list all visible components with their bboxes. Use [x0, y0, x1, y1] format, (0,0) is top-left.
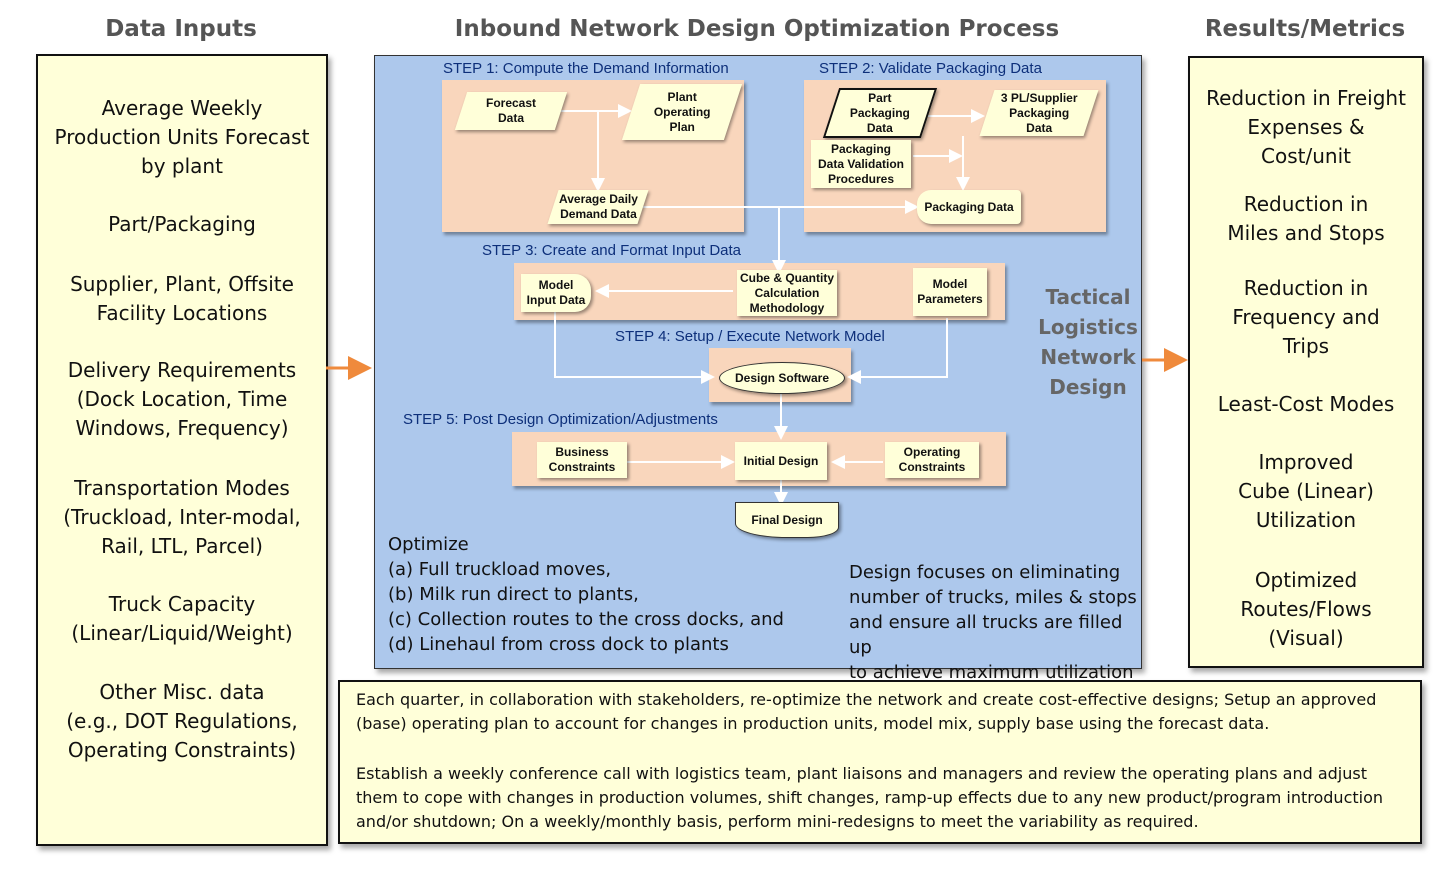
design-focus-text: Design focuses on eliminating number of …: [849, 562, 1137, 683]
packaging-validation-node: Packaging Data Validation Procedures: [811, 140, 911, 188]
initial-design-node: Initial Design: [735, 442, 827, 480]
process-header: Inbound Network Design Optimization Proc…: [454, 16, 1060, 42]
input-item: Delivery Requirements (Dock Location, Ti…: [67, 358, 297, 440]
weekly-note: Establish a weekly conference call with …: [356, 764, 1384, 831]
optimize-item: (a) Full truckload moves,: [388, 559, 612, 580]
packaging-data-node: Packaging Data: [917, 190, 1021, 224]
model-parameters-node: Model Parameters: [913, 268, 987, 316]
step-3-label: STEP 3: Create and Format Input Data: [482, 242, 742, 259]
result-item: Least-Cost Modes: [1217, 392, 1395, 416]
quarterly-note: Each quarter, in collaboration with stak…: [356, 690, 1377, 733]
optimize-item: (b) Milk run direct to plants,: [388, 584, 639, 605]
model-input-data-node: Model Input Data: [521, 274, 591, 312]
process-panel: STEP 1: Compute the Demand Information S…: [374, 55, 1142, 683]
results-header: Results/Metrics: [1204, 16, 1406, 42]
cube-quantity-node: Cube & Quantity Calculation Methodology: [737, 270, 837, 316]
business-constraints-node: Business Constraints: [537, 442, 627, 478]
input-item: Other Misc. data (e.g., DOT Regulations,…: [66, 680, 298, 762]
design-software-node: Design Software: [719, 362, 845, 394]
input-item: Part/Packaging: [108, 212, 256, 236]
optimize-item: (d) Linehaul from cross dock to plants: [388, 634, 729, 655]
step-1-label: STEP 1: Compute the Demand Information: [443, 60, 729, 77]
result-item: Reduction in Frequency and Trips: [1232, 276, 1380, 358]
operating-constraints-node: Operating Constraints: [885, 442, 979, 478]
optimize-item: (c) Collection routes to the cross docks…: [388, 609, 784, 630]
step-4-label: STEP 4: Setup / Execute Network Model: [615, 328, 885, 345]
input-item: Supplier, Plant, Offsite Facility Locati…: [70, 272, 294, 325]
step-5-label: STEP 5: Post Design Optimization/Adjustm…: [403, 411, 718, 428]
flow-lines: [554, 104, 985, 506]
optimize-title: Optimize: [388, 534, 469, 555]
step-2-label: STEP 2: Validate Packaging Data: [819, 60, 1042, 77]
data-inputs-header: Data Inputs: [105, 16, 257, 42]
results-panel: Reduction in Freight Expenses & Cost/uni…: [1188, 56, 1424, 668]
data-inputs-panel: Average Weekly Production Units Forecast…: [36, 54, 328, 846]
input-item: Transportation Modes (Truckload, Inter-m…: [63, 476, 301, 558]
input-item: Truck Capacity (Linear/Liquid/Weight): [71, 592, 293, 645]
tactical-label: Tactical Logistics Network Design: [1038, 285, 1138, 399]
final-design-node: Final Design: [735, 502, 839, 538]
result-item: Reduction in Freight Expenses & Cost/uni…: [1206, 86, 1406, 168]
review-notes-panel: Each quarter, in collaboration with stak…: [338, 680, 1422, 844]
result-item: Reduction in Miles and Stops: [1227, 192, 1385, 245]
result-item: Optimized Routes/Flows (Visual): [1240, 568, 1372, 650]
input-item: Average Weekly Production Units Forecast…: [54, 96, 310, 178]
result-item: Improved Cube (Linear) Utilization: [1238, 450, 1374, 532]
optimize-list: Optimize (a) Full truckload moves, (b) M…: [388, 532, 784, 657]
